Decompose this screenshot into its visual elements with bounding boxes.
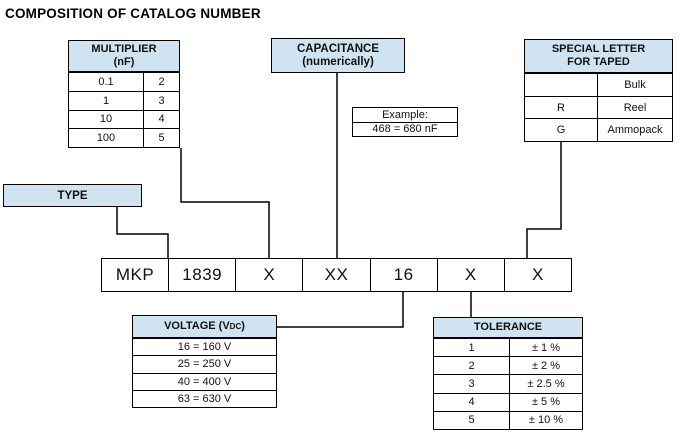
table-row: 40 = 400 V xyxy=(133,372,276,390)
tolerance-table-header: TOLERANCE xyxy=(434,318,582,338)
catalog-cell-special-letter: X xyxy=(503,259,571,291)
tolerance-table: TOLERANCE 1 ± 1 % 2 ± 2 % 3 ± 2.5 % 4 ± … xyxy=(433,317,583,430)
voltage-value: 25 = 250 V xyxy=(177,358,232,371)
capacitance-line1: CAPACITANCE xyxy=(297,42,379,55)
catalog-cell-tolerance: X xyxy=(436,259,504,291)
special-letter-header: SPECIAL LETTER FOR TAPED xyxy=(525,40,672,73)
tolerance-value: ± 2 % xyxy=(509,357,582,375)
capacitance-line2: (numerically) xyxy=(302,55,374,68)
multiplier-code: 2 xyxy=(143,73,179,91)
voltage-value: 16 = 160 V xyxy=(177,341,232,354)
example-label: Example: xyxy=(382,108,428,121)
table-row: 5 ± 10 % xyxy=(434,410,582,430)
table-row: 3 ± 2.5 % xyxy=(434,374,582,393)
type-box: TYPE xyxy=(3,184,142,207)
voltage-header-prefix: VOLTAGE (V xyxy=(164,320,230,332)
special-letter-meaning: Reel xyxy=(597,96,672,119)
tolerance-value: ± 2.5 % xyxy=(509,375,582,393)
tolerance-value: ± 1 % xyxy=(509,339,582,357)
tolerance-value: ± 5 % xyxy=(509,393,582,411)
example-label-row: Example: xyxy=(353,108,457,122)
catalog-cell-series: 1839 xyxy=(168,259,235,291)
table-row: 16 = 160 V xyxy=(133,338,276,355)
multiplier-value: 100 xyxy=(96,132,116,145)
multiplier-value: 1 xyxy=(102,94,110,107)
example-value: 468 = 680 nF xyxy=(372,123,438,136)
connector-multiplier-to-row xyxy=(180,148,270,258)
special-letter-meaning: Bulk xyxy=(597,74,672,96)
multiplier-table-header: MULTIPLIER (nF) xyxy=(69,41,179,72)
table-row: R Reel xyxy=(525,95,672,119)
multiplier-value: 0.1 xyxy=(98,75,114,88)
table-row: 63 = 630 V xyxy=(133,389,276,407)
catalog-number-row: MKP 1839 X XX 16 X X xyxy=(101,258,572,292)
connector-special-letter-to-row xyxy=(526,142,562,258)
special-letter-header-line2: FOR TAPED xyxy=(567,56,630,68)
table-row: 25 = 250 V xyxy=(133,355,276,372)
voltage-header-suffix: ) xyxy=(241,320,245,332)
special-letter-code: G xyxy=(556,124,566,137)
example-box: Example: 468 = 680 nF xyxy=(352,107,458,137)
tolerance-code: 4 xyxy=(468,396,475,409)
table-row: 10 4 xyxy=(69,109,179,129)
voltage-value: 63 = 630 V xyxy=(177,392,232,405)
special-letter-table: SPECIAL LETTER FOR TAPED Bulk R Reel G A… xyxy=(524,39,673,142)
connector-row-to-voltage xyxy=(277,292,404,328)
table-row: G Ammopack xyxy=(525,118,672,142)
table-row: 0.1 2 xyxy=(69,72,179,91)
page-title: COMPOSITION OF CATALOG NUMBER xyxy=(5,6,261,21)
special-letter-header-line1: SPECIAL LETTER xyxy=(551,43,646,55)
example-value-row: 468 = 680 nF xyxy=(353,121,457,137)
catalog-cell-voltage: 16 xyxy=(369,259,437,291)
special-letter-code xyxy=(525,74,597,96)
table-row: Bulk xyxy=(525,73,672,96)
catalog-cell-capacitance: XX xyxy=(302,259,369,291)
table-row: 100 5 xyxy=(69,128,179,147)
multiplier-code: 3 xyxy=(143,91,179,110)
voltage-header-subscript: DC xyxy=(229,322,242,331)
tolerance-code: 3 xyxy=(468,378,475,390)
table-row: 2 ± 2 % xyxy=(434,356,582,375)
capacitance-box: CAPACITANCE (numerically) xyxy=(271,38,405,73)
connector-type-to-row xyxy=(116,207,169,258)
tolerance-code: 1 xyxy=(468,341,475,354)
special-letter-code: R xyxy=(557,101,565,114)
multiplier-table: MULTIPLIER (nF) 0.1 2 1 3 10 4 100 5 xyxy=(68,40,180,148)
table-row: 1 3 xyxy=(69,90,179,110)
catalog-cell-multiplier: X xyxy=(235,259,302,291)
tolerance-value: ± 10 % xyxy=(509,411,582,430)
table-row: 4 ± 5 % xyxy=(434,392,582,411)
tolerance-code: 2 xyxy=(468,359,475,372)
catalog-cell-type: MKP xyxy=(115,265,155,284)
tolerance-code: 5 xyxy=(468,414,475,427)
table-row: 1 ± 1 % xyxy=(434,338,582,357)
multiplier-header-line1: MULTIPLIER xyxy=(91,43,157,55)
special-letter-meaning: Ammopack xyxy=(597,119,672,142)
multiplier-code: 5 xyxy=(143,129,179,147)
multiplier-header-line2: (nF) xyxy=(113,56,135,68)
multiplier-value: 10 xyxy=(99,113,113,126)
multiplier-code: 4 xyxy=(143,110,179,129)
tolerance-header-label: TOLERANCE xyxy=(473,321,543,333)
type-label: TYPE xyxy=(57,189,88,202)
voltage-value: 40 = 400 V xyxy=(177,375,232,388)
